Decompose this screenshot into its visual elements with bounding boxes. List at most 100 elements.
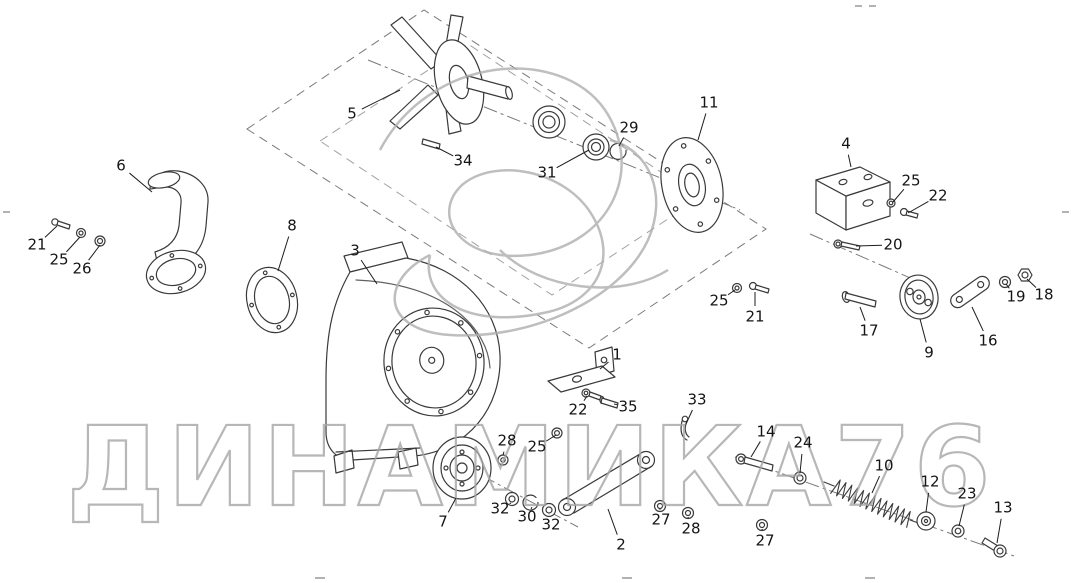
pulley-coupling	[899, 274, 939, 320]
watermark-swirl	[378, 67, 669, 337]
leader-line	[361, 89, 401, 110]
leader-line	[892, 189, 905, 203]
leader-line	[546, 434, 557, 442]
link-arm	[557, 450, 656, 517]
part-number-label: 21	[27, 236, 46, 254]
screw	[748, 281, 770, 294]
part-number-label: 6	[116, 157, 126, 175]
leader-line	[583, 395, 588, 402]
bolt	[735, 453, 774, 472]
part-number-label: 11	[699, 94, 718, 112]
part-number-label: 34	[453, 152, 472, 170]
part-number-label: 21	[745, 308, 764, 326]
part-number-label: 31	[537, 164, 556, 182]
clamp-plate	[950, 275, 990, 309]
part-number-label: 25	[527, 438, 546, 456]
leader-line	[447, 497, 457, 513]
part-number-label: 32	[541, 516, 560, 534]
part-number-label: 23	[957, 485, 976, 503]
shaft-end	[505, 86, 513, 100]
part-number-label: 27	[755, 532, 774, 550]
part-number-label: 24	[793, 434, 812, 452]
washer	[755, 518, 769, 532]
part-number-label: 28	[681, 520, 700, 538]
part-number-label: 27	[651, 511, 670, 529]
leader-line	[360, 259, 378, 285]
washer	[653, 499, 667, 513]
part-number-label: 17	[859, 322, 878, 340]
part-number-label: 10	[874, 457, 893, 475]
pin	[599, 395, 619, 409]
leader-line	[618, 137, 625, 147]
leader-line	[919, 318, 927, 343]
leader-line	[66, 236, 81, 253]
leader-line	[855, 244, 883, 247]
rotor-shaft	[466, 75, 510, 100]
mount-bracket	[815, 166, 891, 231]
part-number-label: 1	[612, 346, 622, 364]
part-number-label: 18	[1034, 286, 1053, 304]
pivot-bracket	[547, 346, 616, 393]
crop-marks	[3, 5, 1069, 579]
washer	[94, 235, 106, 247]
bolt	[581, 388, 602, 401]
part-number-label: 12	[920, 473, 939, 491]
part-number-label: 14	[756, 423, 775, 441]
watermark: ДИНАМИКА76	[65, 67, 994, 532]
washer	[951, 524, 965, 538]
screw	[51, 218, 71, 230]
part-number-label: 29	[619, 119, 638, 137]
leader-line	[277, 236, 290, 272]
leader-line	[958, 504, 965, 527]
leader-line	[1026, 278, 1037, 288]
watermark-text: ДИНАМИКА76	[67, 403, 994, 531]
washer	[541, 502, 557, 518]
bearing	[532, 105, 566, 139]
leader-line	[697, 113, 707, 141]
part-number-label: 22	[568, 401, 587, 419]
leader-line	[607, 508, 618, 535]
leader-line	[727, 289, 736, 296]
mount-foot	[397, 447, 419, 470]
part-number-label: 16	[978, 332, 997, 350]
leader-line	[1005, 283, 1010, 289]
leader-line	[502, 451, 505, 456]
part-number-label: 2	[616, 536, 626, 554]
part-number-label: 22	[928, 187, 947, 205]
part-number-label: 25	[901, 172, 920, 190]
bearing	[582, 133, 610, 161]
leader-line	[509, 502, 512, 505]
bolt	[841, 291, 877, 308]
leader-line	[530, 506, 533, 510]
dashed-plane-outer	[246, 9, 767, 349]
fan-rotor	[389, 14, 513, 135]
leader-line	[996, 518, 1002, 544]
part-number-label: 25	[709, 292, 728, 310]
nut	[1017, 268, 1033, 282]
leader-line	[613, 403, 618, 406]
leader-line	[44, 225, 58, 238]
leader-line	[88, 244, 101, 261]
washer	[497, 454, 509, 466]
gasket-ring	[245, 266, 299, 334]
washer	[998, 275, 1012, 289]
part-number-label: 9	[924, 344, 934, 362]
leader-line	[435, 146, 454, 157]
leader-line	[847, 154, 852, 168]
washer	[75, 227, 87, 239]
leader-line	[599, 361, 609, 370]
part-number-label: 28	[497, 432, 516, 450]
part-number-label: 7	[438, 513, 448, 531]
washer	[886, 198, 896, 208]
screw	[899, 207, 919, 219]
leader-line	[859, 306, 866, 321]
part-number-label: 26	[72, 260, 91, 278]
bolt	[833, 239, 861, 251]
leader-line	[971, 306, 984, 332]
leader-line	[685, 409, 693, 425]
part-number-label: 4	[841, 135, 851, 153]
part-number-label: 3	[350, 242, 360, 260]
bolt	[981, 537, 1007, 558]
